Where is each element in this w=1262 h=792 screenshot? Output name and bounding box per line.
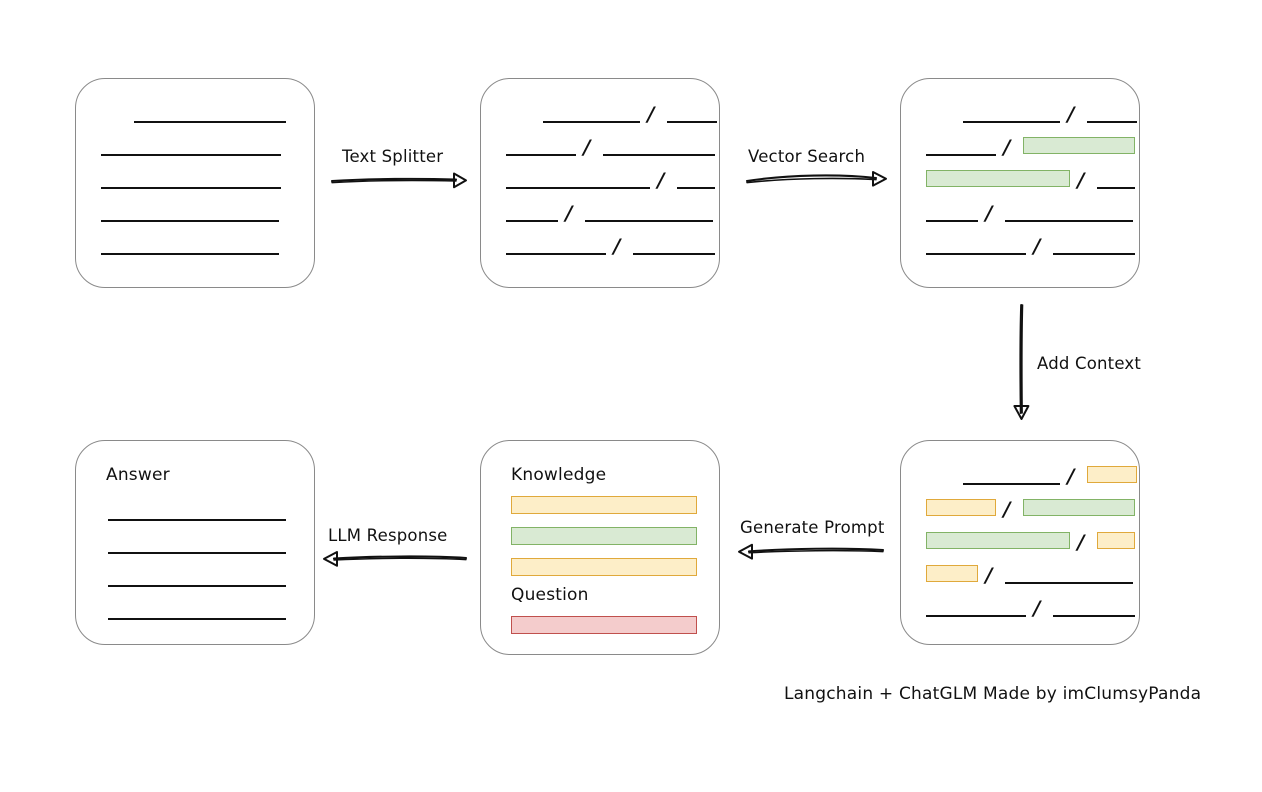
text-line-segment: [963, 483, 1060, 485]
chunk-separator: /: [565, 201, 573, 225]
yellow-chunk-bar: [926, 499, 996, 516]
chunk-separator: /: [1067, 102, 1075, 126]
green-chunk-bar: [926, 170, 1070, 187]
text-line-segment: [101, 220, 279, 222]
arrow-label-add-context: Add Context: [1037, 354, 1142, 373]
text-line-segment: [1005, 582, 1133, 584]
chunk-separator: /: [613, 234, 621, 258]
footer-credit: Langchain + ChatGLM Made by imClumsyPand…: [784, 684, 1202, 704]
red-content-bar: [511, 616, 697, 634]
text-line-segment: [1053, 615, 1135, 617]
chunk-separator: /: [1003, 135, 1011, 159]
chunk-separator: /: [1067, 464, 1075, 488]
chunk-separator: /: [1003, 497, 1011, 521]
arrow-llm-response: [318, 547, 468, 571]
text-line-segment: [585, 220, 713, 222]
arrow-text-splitter: [330, 170, 470, 192]
arrow-vector-search: [745, 167, 890, 191]
text-line-segment: [108, 552, 286, 554]
text-line-segment: [101, 154, 281, 156]
answer-box[interactable]: Answer: [75, 440, 315, 645]
text-line-segment: [1053, 253, 1135, 255]
text-line-segment: [1005, 220, 1133, 222]
chunk-separator: /: [985, 563, 993, 587]
arrow-generate-prompt: [733, 540, 885, 564]
text-line-segment: [134, 121, 286, 123]
text-line-segment: [101, 253, 279, 255]
text-line-segment: [1087, 121, 1137, 123]
text-line-segment: [633, 253, 715, 255]
chunk-separator: /: [583, 135, 591, 159]
chunk-separator: /: [657, 168, 665, 192]
text-line-segment: [926, 220, 978, 222]
text-line-segment: [543, 121, 640, 123]
text-line-segment: [108, 618, 286, 620]
arrow-label-llm-response: LLM Response: [328, 526, 448, 545]
chunk-separator: /: [1033, 596, 1041, 620]
split-chunks-box[interactable]: / / / / /: [480, 78, 720, 288]
text-line-segment: [108, 519, 286, 521]
text-line-segment: [926, 154, 996, 156]
chunk-separator: /: [1077, 168, 1085, 192]
text-line-segment: [506, 187, 650, 189]
arrow-label-vector-search: Vector Search: [748, 147, 866, 166]
arrow-add-context: [1010, 303, 1034, 423]
text-line-segment: [926, 253, 1026, 255]
chunk-separator: /: [1077, 530, 1085, 554]
knowledge-heading: Knowledge: [511, 465, 607, 485]
text-line-segment: [667, 121, 717, 123]
question-heading: Question: [511, 585, 589, 605]
text-line-segment: [677, 187, 715, 189]
arrow-label-generate-prompt: Generate Prompt: [740, 518, 885, 537]
chunk-separator: /: [985, 201, 993, 225]
yellow-content-bar: [511, 558, 697, 576]
green-chunk-bar: [926, 532, 1070, 549]
green-chunk-bar: [1023, 499, 1135, 516]
context-chunks-box[interactable]: / / / / /: [900, 440, 1140, 645]
text-line-segment: [101, 187, 281, 189]
text-line-segment: [603, 154, 715, 156]
text-line-segment: [1097, 187, 1135, 189]
yellow-chunk-bar: [926, 565, 978, 582]
chunk-separator: /: [647, 102, 655, 126]
text-line-segment: [926, 615, 1026, 617]
text-line-segment: [506, 220, 558, 222]
arrow-label-text-splitter: Text Splitter: [342, 147, 444, 166]
yellow-chunk-bar: [1087, 466, 1137, 483]
green-chunk-bar: [1023, 137, 1135, 154]
source-document-box[interactable]: [75, 78, 315, 288]
green-content-bar: [511, 527, 697, 545]
text-line-segment: [108, 585, 286, 587]
text-line-segment: [506, 154, 576, 156]
text-line-segment: [506, 253, 606, 255]
prompt-box[interactable]: Knowledge Question: [480, 440, 720, 655]
yellow-content-bar: [511, 496, 697, 514]
yellow-chunk-bar: [1097, 532, 1135, 549]
chunk-separator: /: [1033, 234, 1041, 258]
matched-chunks-box[interactable]: / / / / /: [900, 78, 1140, 288]
text-line-segment: [963, 121, 1060, 123]
answer-heading: Answer: [106, 465, 170, 485]
